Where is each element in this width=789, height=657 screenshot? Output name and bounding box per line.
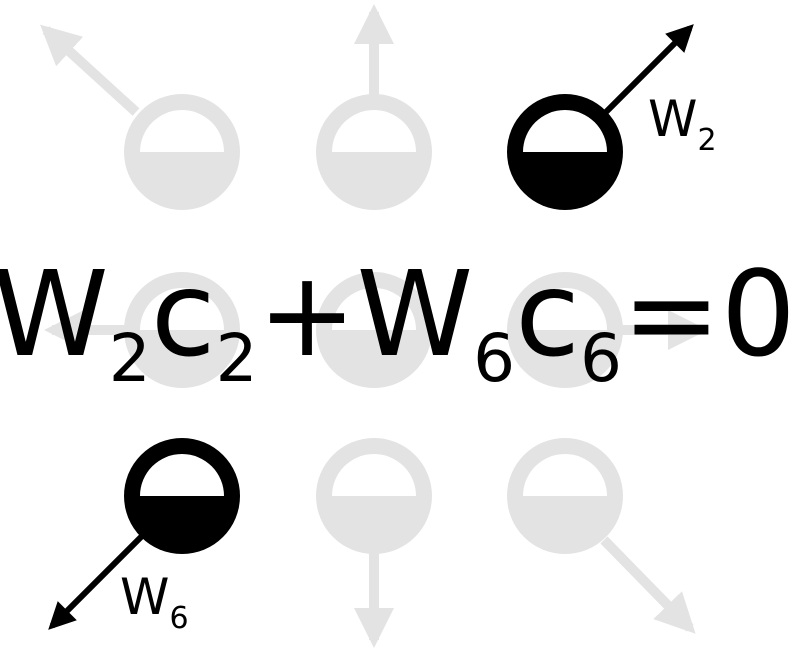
node-c8-icon: [507, 438, 623, 554]
eq-rhs: 0: [721, 245, 789, 383]
node-c0-icon: [316, 272, 432, 388]
node-c4-icon: [124, 272, 240, 388]
arrow-c8-icon: [600, 536, 696, 634]
faded-nodes: [124, 94, 623, 554]
arrow-c5-icon: [40, 24, 140, 116]
label-w6-base: W: [120, 568, 169, 626]
eq-c2-sub: 2: [216, 320, 258, 397]
node-c7-icon: [316, 438, 432, 554]
eq-w2-sub: 2: [109, 320, 151, 397]
active-arrows: [48, 24, 694, 630]
eq-plus: +: [258, 245, 357, 383]
eq-c2: c: [151, 245, 216, 383]
label-w2-base: W: [648, 90, 697, 148]
label-w6-sub: 6: [169, 601, 188, 636]
eq-w6-sub: 6: [473, 320, 515, 397]
node-c1-icon: [316, 94, 432, 210]
eq-c6: c: [515, 245, 580, 383]
equation: W2c2+W6c6=0: [0, 245, 789, 397]
arrow-c2-icon: [603, 24, 694, 115]
arrow-c6-icon: [48, 533, 145, 630]
faded-arrows: [40, 4, 708, 648]
node-c5-icon: [124, 94, 240, 210]
label-w6: W6: [120, 568, 189, 636]
label-w2-sub: 2: [697, 123, 716, 158]
eq-w6: W: [356, 245, 473, 383]
node-c3-icon: [507, 272, 623, 388]
eq-w2: W: [0, 245, 109, 383]
node-c2-icon: [507, 94, 623, 210]
node-c6-icon: [124, 438, 240, 554]
label-w2: W2: [648, 90, 717, 158]
eq-equals: =: [622, 245, 721, 383]
eq-c6-sub: 6: [580, 320, 622, 397]
